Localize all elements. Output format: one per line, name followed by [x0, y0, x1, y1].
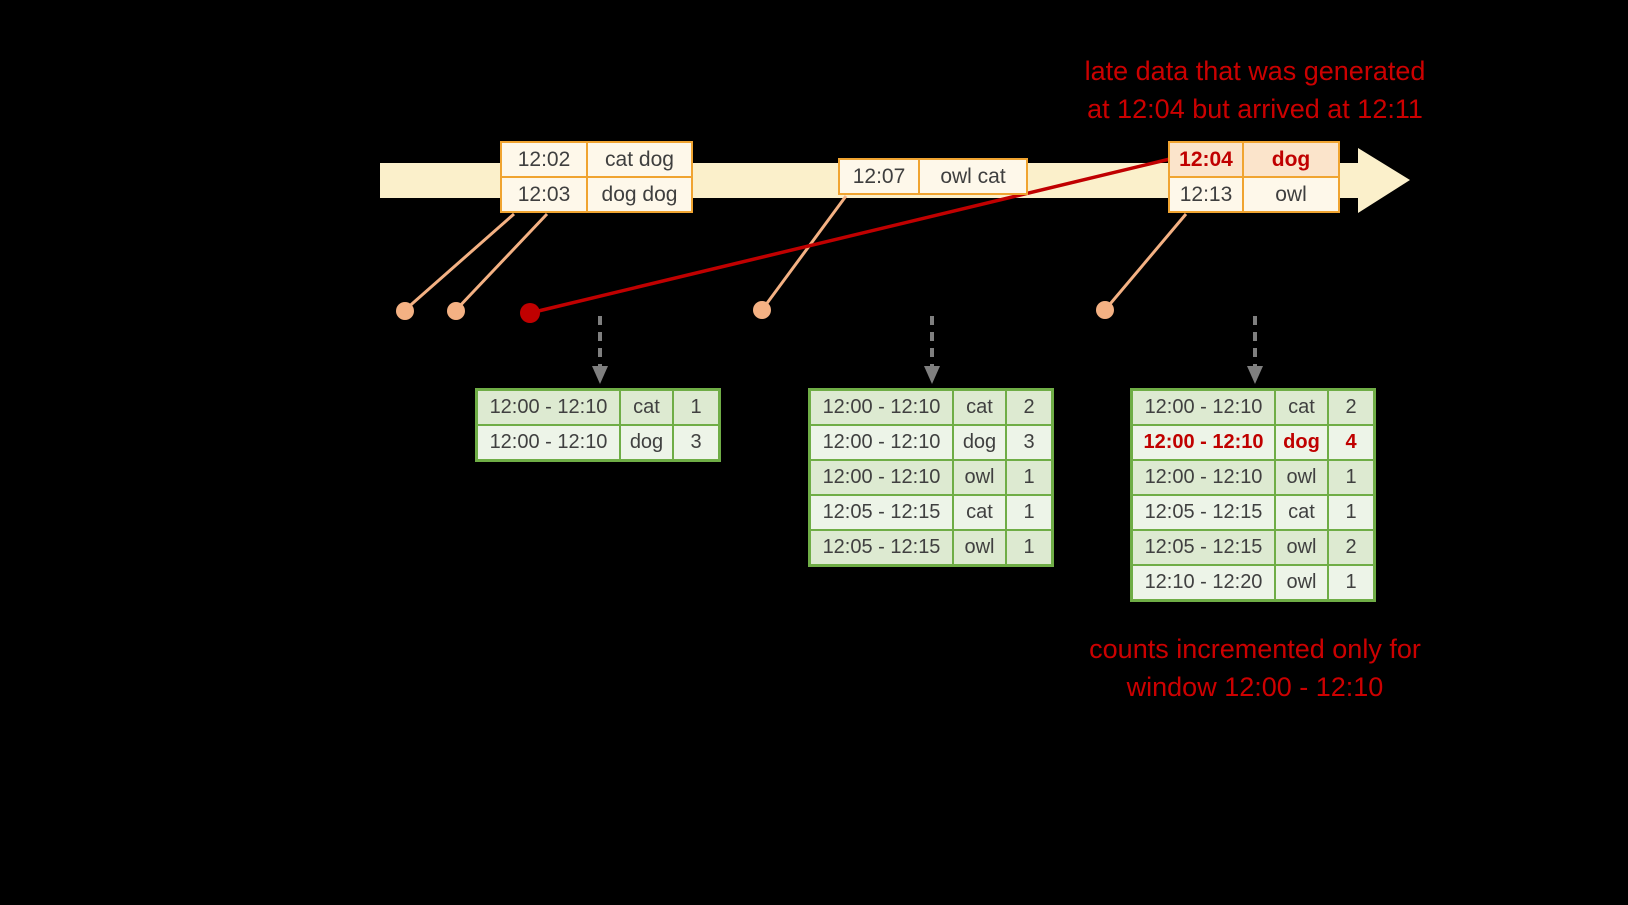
- count-cell: 1: [1005, 494, 1054, 531]
- event-words: owl: [1242, 176, 1340, 213]
- event-box-group1: 12:02 cat dog 12:03 dog dog: [500, 141, 693, 213]
- window-cell: 12:00 - 12:10: [1130, 424, 1276, 461]
- window-cell: 12:05 - 12:15: [808, 494, 954, 531]
- word-cell: owl: [1274, 564, 1329, 602]
- window-cell: 12:00 - 12:10: [1130, 388, 1276, 426]
- connector-line: [760, 195, 848, 311]
- event-row: 12:07 owl cat: [838, 158, 1028, 195]
- event-row: 12:02 cat dog: [500, 141, 693, 178]
- window-cell: 12:00 - 12:10: [808, 424, 954, 461]
- table-row: 12:00 - 12:10 cat 2: [1130, 388, 1376, 426]
- counts-incremented-annotation: counts incremented only for window 12:00…: [1020, 630, 1490, 706]
- event-words: owl cat: [918, 158, 1028, 195]
- late-data-line: [529, 157, 1171, 315]
- trigger-arrowhead: [924, 366, 940, 384]
- trigger-arrowhead: [592, 366, 608, 384]
- window-cell: 12:00 - 12:10: [808, 388, 954, 426]
- event-time: 12:07: [838, 158, 920, 195]
- count-cell: 1: [1005, 459, 1054, 496]
- result-table-2: 12:00 - 12:10 cat 2 12:00 - 12:10 dog 3 …: [808, 388, 1054, 567]
- count-cell: 1: [1327, 494, 1376, 531]
- late-data-annotation-line2: at 12:04 but arrived at 12:11: [1087, 94, 1423, 124]
- timeline-arrowhead: [1358, 148, 1410, 213]
- word-cell: cat: [1274, 494, 1329, 531]
- counts-annotation-line2: window 12:00 - 12:10: [1126, 672, 1384, 702]
- word-cell: owl: [1274, 459, 1329, 496]
- late-data-annotation: late data that was generated at 12:04 bu…: [1020, 52, 1490, 128]
- event-row: 12:03 dog dog: [500, 176, 693, 213]
- connector-line: [404, 212, 515, 312]
- updated-count-row: 12:00 - 12:10 dog 4: [1130, 424, 1376, 461]
- event-time: 12:02: [500, 141, 588, 178]
- event-dot: [1096, 301, 1114, 319]
- table-row: 12:00 - 12:10 owl 1: [808, 459, 1054, 496]
- word-cell: cat: [952, 494, 1007, 531]
- word-cell: owl: [952, 459, 1007, 496]
- count-cell: 2: [1327, 388, 1376, 426]
- event-box-group3: 12:04 dog 12:13 owl: [1168, 141, 1340, 213]
- word-cell: cat: [619, 388, 674, 426]
- word-cell: cat: [1274, 388, 1329, 426]
- trigger-arrowhead: [1247, 366, 1263, 384]
- connector-line: [1103, 213, 1188, 311]
- count-cell: 1: [1327, 459, 1376, 496]
- window-cell: 12:05 - 12:15: [1130, 494, 1276, 531]
- table-row: 12:00 - 12:10 owl 1: [1130, 459, 1376, 496]
- late-data-annotation-line1: late data that was generated: [1084, 56, 1426, 86]
- table-row: 12:05 - 12:15 cat 1: [808, 494, 1054, 531]
- window-cell: 12:00 - 12:10: [475, 424, 621, 462]
- count-cell: 1: [1327, 564, 1376, 602]
- event-time: 12:03: [500, 176, 588, 213]
- result-table-3: 12:00 - 12:10 cat 2 12:00 - 12:10 dog 4 …: [1130, 388, 1376, 602]
- word-cell: dog: [619, 424, 674, 462]
- word-cell: cat: [952, 388, 1007, 426]
- word-cell: dog: [952, 424, 1007, 461]
- window-cell: 12:05 - 12:15: [808, 529, 954, 567]
- window-cell: 12:00 - 12:10: [1130, 459, 1276, 496]
- event-words: dog: [1242, 141, 1340, 178]
- window-cell: 12:10 - 12:20: [1130, 564, 1276, 602]
- count-cell: 3: [1005, 424, 1054, 461]
- event-words: cat dog: [586, 141, 693, 178]
- late-event-row: 12:04 dog: [1168, 141, 1340, 178]
- event-time: 12:13: [1168, 176, 1244, 213]
- table-row: 12:05 - 12:15 cat 1: [1130, 494, 1376, 531]
- table-row: 12:00 - 12:10 cat 1: [475, 388, 721, 426]
- table-row: 12:10 - 12:20 owl 1: [1130, 564, 1376, 602]
- connector-line: [454, 212, 549, 312]
- event-words: dog dog: [586, 176, 693, 213]
- event-row: 12:13 owl: [1168, 176, 1340, 213]
- event-time: 12:04: [1168, 141, 1244, 178]
- event-dot: [447, 302, 465, 320]
- count-cell: 1: [1005, 529, 1054, 567]
- count-cell: 1: [672, 388, 721, 426]
- late-event-dot: [520, 303, 540, 323]
- table-row: 12:00 - 12:10 cat 2: [808, 388, 1054, 426]
- window-cell: 12:00 - 12:10: [808, 459, 954, 496]
- count-cell: 3: [672, 424, 721, 462]
- window-cell: 12:00 - 12:10: [475, 388, 621, 426]
- event-dot: [753, 301, 771, 319]
- table-row: 12:05 - 12:15 owl 1: [808, 529, 1054, 567]
- count-cell: 2: [1327, 529, 1376, 566]
- window-cell: 12:05 - 12:15: [1130, 529, 1276, 566]
- count-cell: 4: [1327, 424, 1376, 461]
- word-cell: owl: [952, 529, 1007, 567]
- event-dot: [396, 302, 414, 320]
- result-table-1: 12:00 - 12:10 cat 1 12:00 - 12:10 dog 3: [475, 388, 721, 462]
- word-cell: dog: [1274, 424, 1329, 461]
- word-cell: owl: [1274, 529, 1329, 566]
- table-row: 12:00 - 12:10 dog 3: [475, 424, 721, 462]
- counts-annotation-line1: counts incremented only for: [1089, 634, 1421, 664]
- count-cell: 2: [1005, 388, 1054, 426]
- event-box-group2: 12:07 owl cat: [838, 158, 1028, 195]
- table-row: 12:00 - 12:10 dog 3: [808, 424, 1054, 461]
- table-row: 12:05 - 12:15 owl 2: [1130, 529, 1376, 566]
